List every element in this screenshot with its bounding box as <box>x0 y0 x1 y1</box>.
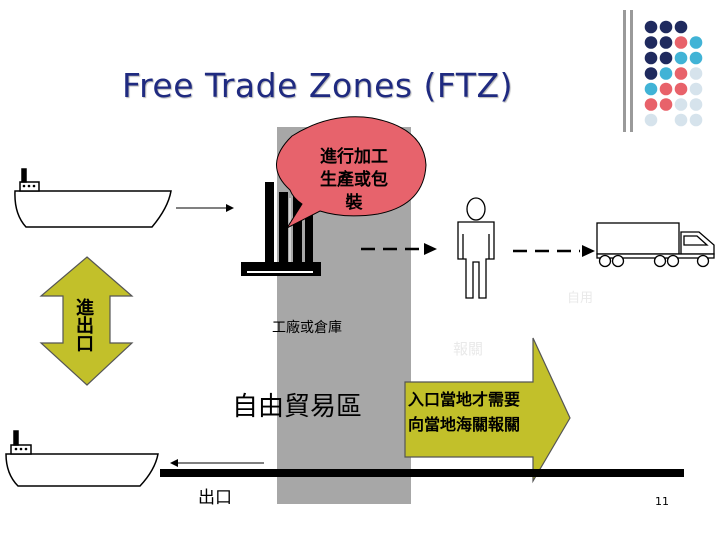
export-label: 出口 <box>198 483 232 508</box>
ship-icon <box>6 431 158 486</box>
import-export-label: 進出口 <box>74 300 96 354</box>
callout-text: 進行加工 生產或包 裝 <box>306 146 402 215</box>
person-icon <box>458 198 494 298</box>
dashed-arrow-to-truck <box>513 245 595 257</box>
faint-label: 報關 <box>453 338 483 359</box>
faint-label: 自用 <box>567 287 593 306</box>
page-number: 11 <box>655 495 669 508</box>
export-arrow <box>170 459 264 467</box>
factory-warehouse-label: 工廠或倉庫 <box>272 317 342 337</box>
customs-declaration-text: 入口當地才需要 向當地海關報關 <box>408 387 520 437</box>
baseline-bar <box>160 469 684 477</box>
dashed-arrow-to-person <box>361 243 437 255</box>
import-arrow <box>176 204 234 212</box>
truck-icon <box>597 223 714 267</box>
free-trade-zone-label: 自由貿易區 <box>232 386 362 423</box>
ship-icon <box>15 169 171 227</box>
